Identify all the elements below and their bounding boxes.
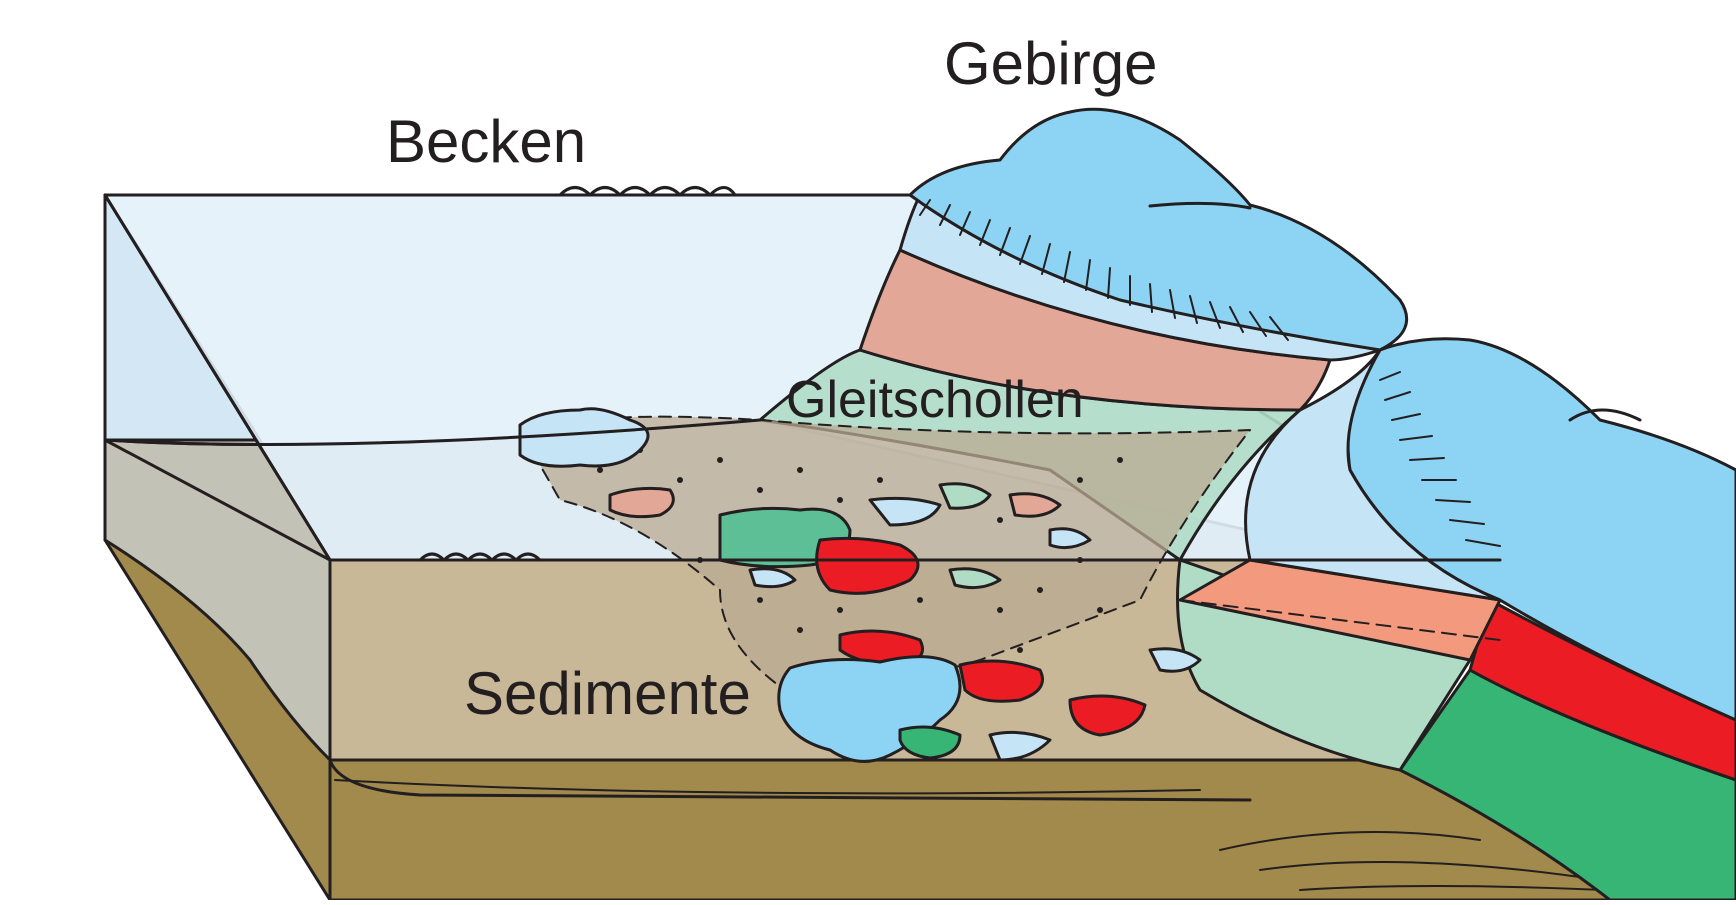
block-salmon-1 xyxy=(610,488,673,516)
label-slide-blocks: Gleitschollen xyxy=(786,374,1084,426)
label-sediments: Sedimente xyxy=(464,664,751,724)
label-mountains: Gebirge xyxy=(944,34,1157,94)
label-basin: Becken xyxy=(386,112,586,172)
block-red-3 xyxy=(960,661,1043,701)
